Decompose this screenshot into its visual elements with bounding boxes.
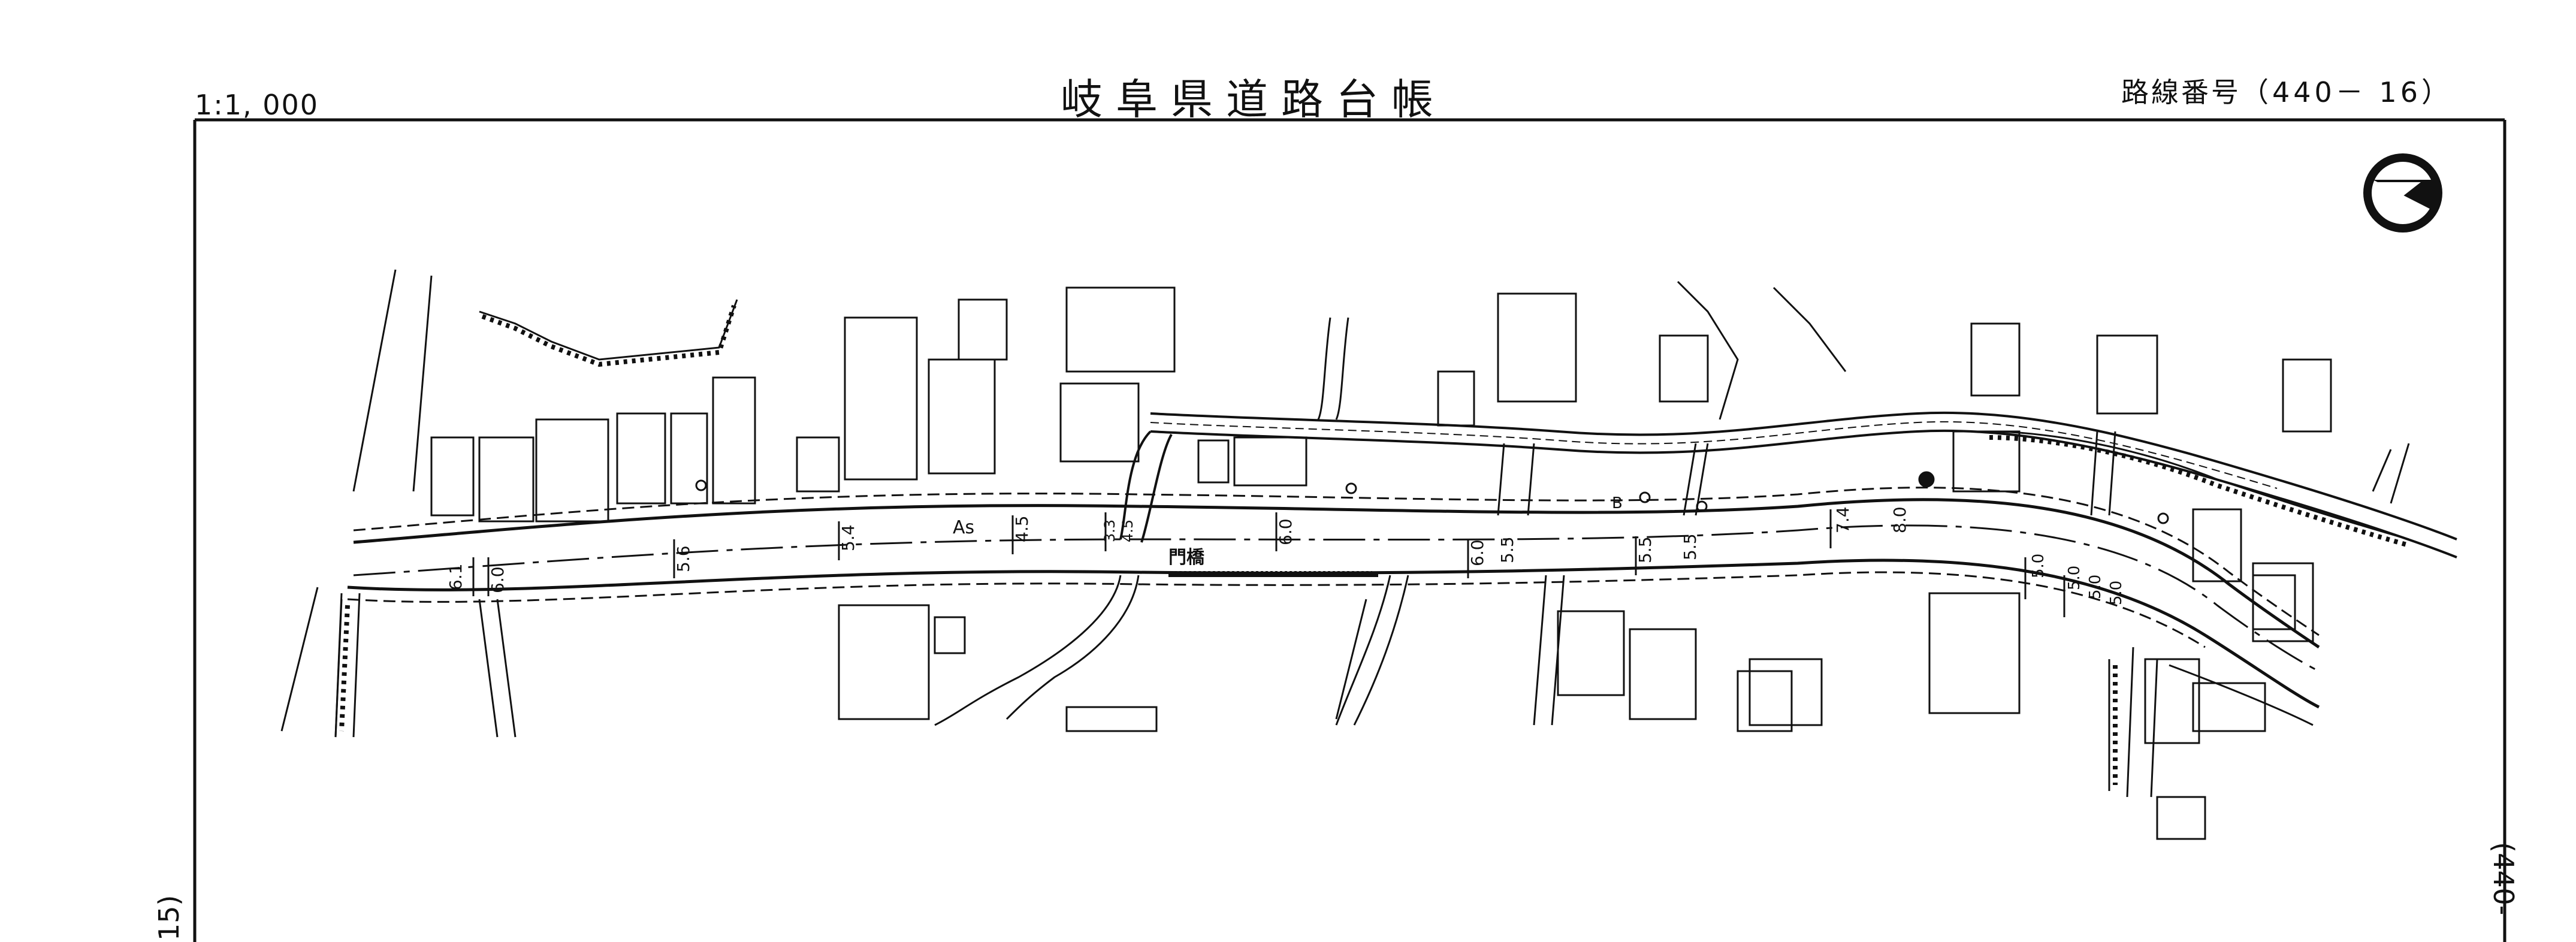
- width-label: 5.5: [1680, 533, 1700, 560]
- width-label: 5.0: [2086, 575, 2104, 599]
- ab-label: B: [1612, 494, 1623, 512]
- width-label: 3.3: [1101, 520, 1118, 542]
- main-road: [347, 487, 2320, 709]
- width-label: 6.0: [488, 566, 508, 593]
- width-label: 5.6: [674, 545, 693, 572]
- side-streets: [280, 269, 2410, 798]
- width-label: 5.5: [1497, 536, 1517, 563]
- width-label: 4.5: [1119, 520, 1136, 542]
- retaining-walls: [334, 280, 2410, 791]
- width-label: 5.5: [1635, 536, 1655, 563]
- bridge-label: 門橋: [1168, 547, 1205, 568]
- route-prefix: 路線番号: [2121, 76, 2241, 108]
- width-label: 5.0: [2107, 581, 2125, 605]
- width-label: 6.0: [1276, 518, 1295, 545]
- width-label: 5.0: [2030, 554, 2047, 578]
- width-ticks: [472, 509, 2065, 617]
- buildings: [430, 286, 2332, 642]
- route-value: （440－ 16）: [2241, 76, 2453, 108]
- width-label: 5.4: [838, 524, 858, 551]
- north-arrow-icon: [2363, 153, 2442, 233]
- page-title: 岐阜県道路台帳: [1061, 75, 1446, 124]
- surface-label: As: [953, 517, 974, 538]
- width-label: 7.4: [1833, 506, 1853, 533]
- road-centerline: [353, 524, 2320, 672]
- route-number: 路線番号（440－ 16）: [2121, 71, 2453, 110]
- width-label: 8.0: [1890, 506, 1910, 533]
- map-frame: [193, 118, 2506, 942]
- map-scale: 1:1, 000: [195, 89, 319, 121]
- buildings-south: [838, 574, 2296, 840]
- road-edge-south: [347, 558, 2320, 709]
- width-label: 5.0: [2065, 566, 2083, 590]
- width-label: 6.0: [1467, 539, 1487, 566]
- width-label: 4.5: [1012, 515, 1032, 542]
- road-edge-south-outer: [347, 571, 2206, 648]
- map-symbols: [695, 471, 2169, 524]
- upper-road: [1119, 411, 2457, 558]
- width-labels: 6.1 6.0 5.6 5.4 4.5 3.3 4.5 6.0 6.0 5.5 …: [446, 506, 2125, 605]
- width-label: 6.1: [446, 563, 466, 590]
